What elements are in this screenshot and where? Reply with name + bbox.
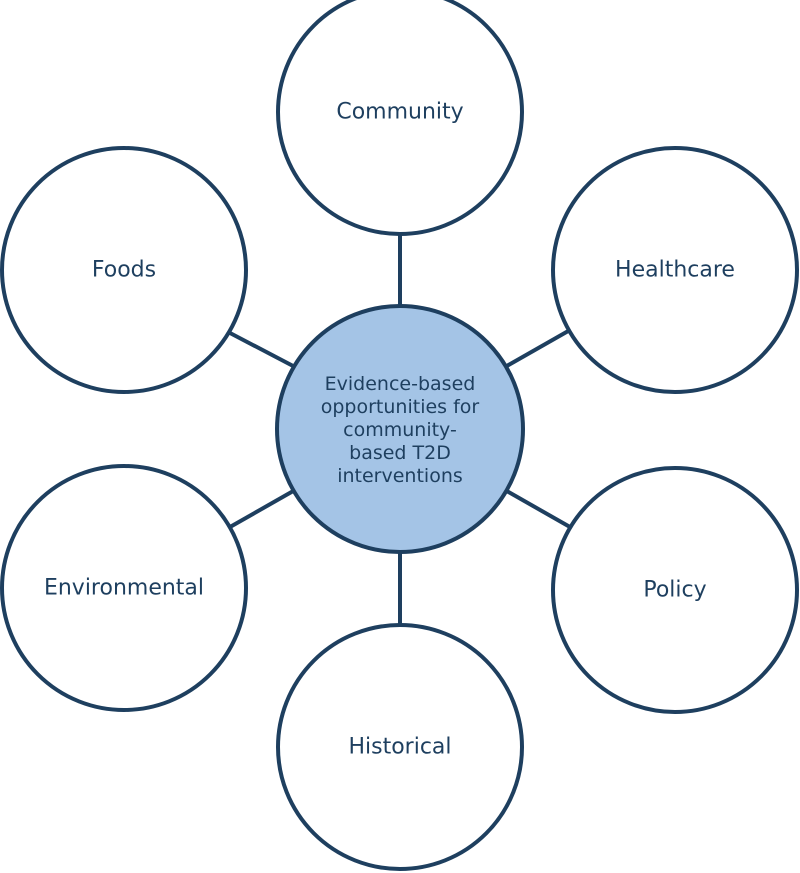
node-healthcare-label: Healthcare [615, 258, 735, 283]
node-historical-circle [276, 623, 524, 871]
node-historical: Historical [276, 623, 524, 871]
hub-label-line-4: based T2D [349, 442, 451, 464]
node-healthcare-circle [551, 146, 799, 394]
node-policy: Policy [551, 466, 799, 714]
hub-label-line-2: opportunities for [321, 396, 480, 418]
hub-label-line-5: interventions [337, 465, 463, 487]
connector-healthcare [504, 328, 571, 369]
hub-label-line-3: community- [343, 419, 457, 441]
node-policy-circle [551, 466, 799, 714]
node-community-label: Community [336, 100, 463, 125]
hub-circle [275, 304, 525, 554]
node-environmental-circle [0, 464, 248, 712]
node-environmental-label: Environmental [44, 576, 204, 601]
hub-label-line-1: Evidence-based [325, 373, 476, 395]
connector-environmental [229, 488, 296, 529]
hub: Evidence-based opportunities for communi… [275, 304, 525, 554]
node-foods: Foods [0, 146, 248, 394]
node-environmental: Environmental [0, 464, 248, 712]
node-community: Community [276, 0, 524, 236]
node-historical-label: Historical [348, 735, 451, 760]
node-foods-label: Foods [92, 258, 156, 283]
connector-foods [229, 331, 296, 369]
node-healthcare: Healthcare [551, 146, 799, 394]
connector-policy [504, 488, 571, 529]
node-community-circle [276, 0, 524, 236]
node-policy-label: Policy [643, 578, 706, 603]
node-foods-circle [0, 146, 248, 394]
